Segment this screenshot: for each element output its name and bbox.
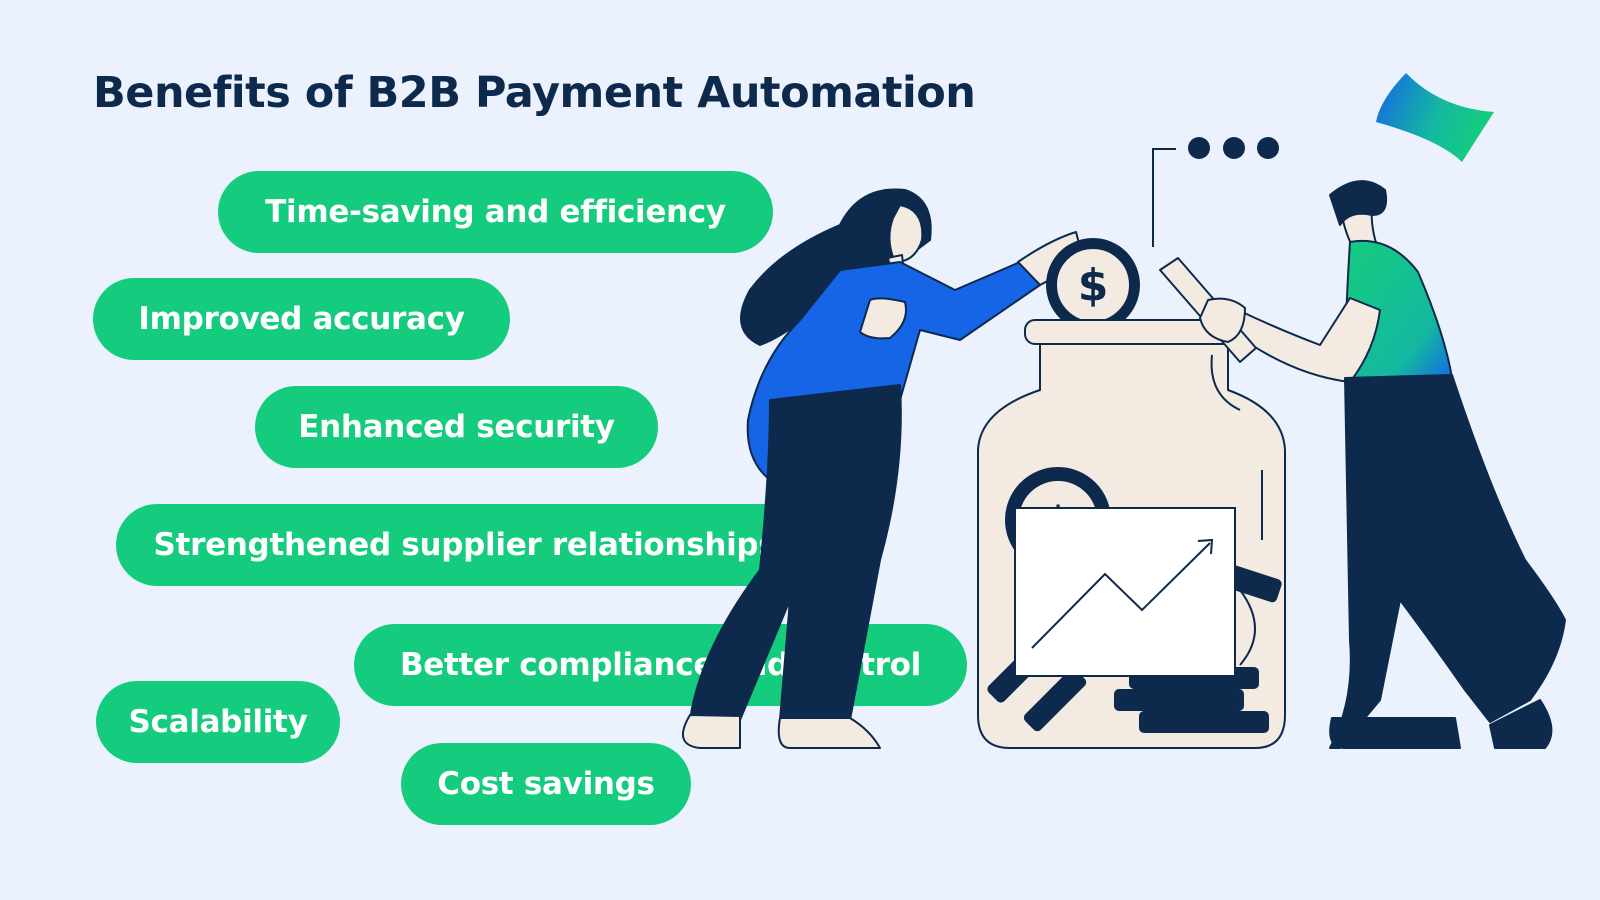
payment-jar-illustration: $ $ (681, 73, 1566, 749)
man-figure (1159, 180, 1566, 749)
benefit-label: Enhanced security (298, 409, 615, 445)
svg-text:$: $ (1078, 260, 1109, 311)
dollar-coin-icon: $ (1046, 238, 1140, 332)
woman-figure (681, 188, 1083, 749)
benefit-label: Improved accuracy (138, 301, 465, 337)
benefit-pill-supplier-relationships: Strengthened supplier relationships (116, 504, 814, 586)
chart-trend-icon (1014, 507, 1236, 677)
benefit-pill-cost-savings: Cost savings (401, 743, 691, 825)
benefit-pill-time-saving: Time-saving and efficiency (218, 171, 773, 253)
flag-shape (1376, 73, 1494, 162)
benefit-pill-security: Enhanced security (255, 386, 658, 468)
ellipsis-icon (1152, 137, 1279, 247)
benefit-label: Scalability (128, 704, 308, 740)
benefit-pill-accuracy: Improved accuracy (93, 278, 510, 360)
page-title: Benefits of B2B Payment Automation (93, 68, 976, 118)
benefit-pill-scalability: Scalability (96, 681, 340, 763)
benefit-label: Time-saving and efficiency (265, 194, 726, 230)
benefit-label: Strengthened supplier relationships (153, 527, 777, 563)
benefit-label: Cost savings (437, 766, 655, 802)
